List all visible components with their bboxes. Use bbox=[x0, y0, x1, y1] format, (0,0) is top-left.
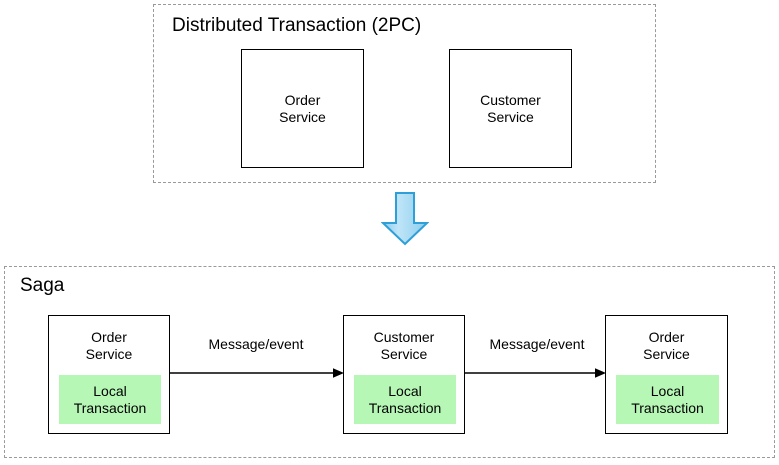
down-arrow-icon bbox=[381, 192, 429, 246]
local-transaction-badge: Local Transaction bbox=[354, 375, 456, 424]
edge-label-message-event-1: Message/event bbox=[208, 336, 304, 352]
service-box-2pc-order-service[interactable]: Order Service bbox=[241, 49, 364, 168]
local-transaction-badge: Local Transaction bbox=[616, 375, 719, 424]
service-label: Customer Service bbox=[480, 91, 541, 125]
flow-arrow-1 bbox=[170, 367, 344, 379]
group-saga bbox=[4, 266, 775, 458]
flow-arrow-2 bbox=[465, 367, 606, 379]
group-distributed-transaction-2pc bbox=[153, 4, 656, 183]
service-label: Order Service bbox=[279, 91, 326, 125]
group-title-2pc: Distributed Transaction (2PC) bbox=[172, 15, 422, 36]
group-title-saga: Saga bbox=[20, 275, 65, 296]
local-transaction-badge: Local Transaction bbox=[59, 375, 161, 424]
service-box-saga-customer-service[interactable]: Customer Service Local Transaction bbox=[343, 315, 465, 434]
service-label: Order Service bbox=[643, 329, 690, 362]
service-box-saga-order-service-2[interactable]: Order Service Local Transaction bbox=[605, 315, 728, 434]
edge-label-message-event-2: Message/event bbox=[489, 336, 585, 352]
service-box-saga-order-service-1[interactable]: Order Service Local Transaction bbox=[48, 315, 170, 434]
service-label: Customer Service bbox=[373, 329, 435, 362]
service-box-2pc-customer-service[interactable]: Customer Service bbox=[449, 49, 572, 168]
service-label: Order Service bbox=[85, 329, 133, 362]
